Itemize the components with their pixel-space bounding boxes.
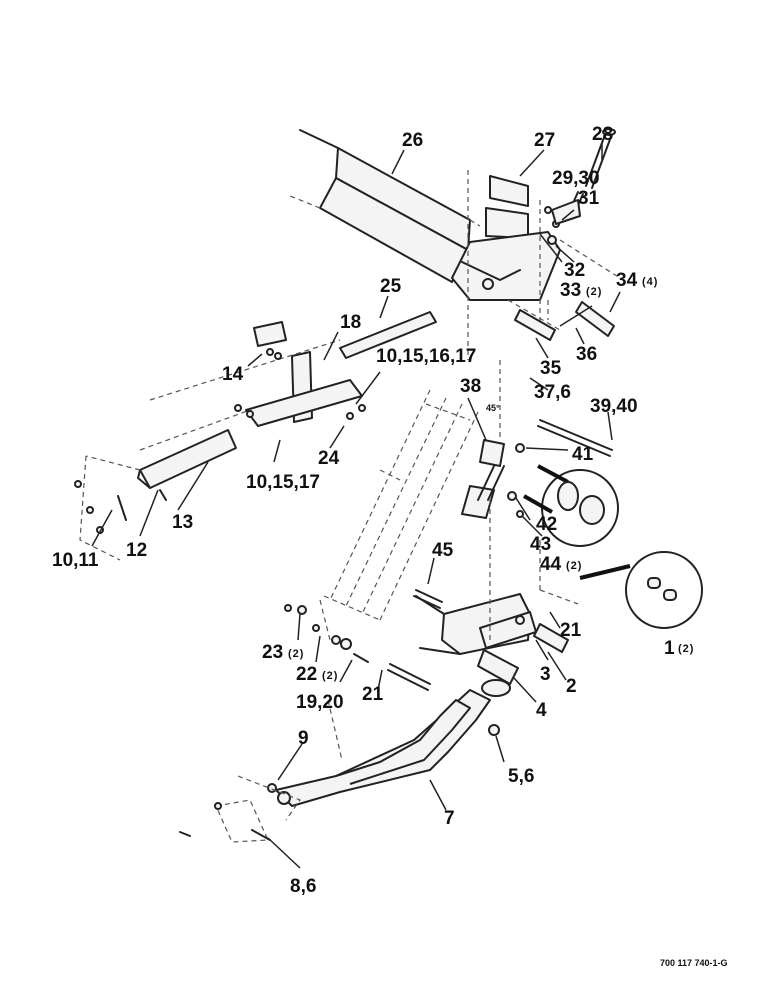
callout-10-15-16-17: 10,15,16,17	[376, 346, 476, 367]
detail-circle-bushing-1	[579, 551, 703, 629]
angle-note: 45°	[486, 403, 500, 413]
callout-1-qty: (2)	[678, 643, 694, 655]
callout-1: 1	[664, 638, 675, 659]
callout-33: 33	[560, 280, 581, 301]
callout-44-qty: (2)	[566, 560, 582, 572]
callout-33-qty: (2)	[586, 286, 602, 298]
pins-33-36	[507, 299, 615, 341]
callout-10-11: 10,11	[52, 550, 99, 571]
callout-7: 7	[444, 808, 455, 829]
callout-34: 34	[616, 270, 638, 291]
main-beam	[289, 129, 481, 283]
callout-41: 41	[572, 444, 594, 465]
hydraulic-cylinder	[461, 360, 525, 519]
callout-29-30: 29,30	[552, 168, 600, 189]
leader-lines	[91, 142, 621, 869]
callout-2: 2	[566, 676, 577, 697]
callout-19-20: 19,20	[296, 692, 344, 713]
callout-10-15-17: 10,15,17	[246, 472, 320, 493]
lower-pivot-bracket	[415, 500, 579, 685]
callout-27: 27	[534, 130, 555, 151]
callout-23-qty: (2)	[288, 648, 304, 660]
callout-42: 42	[536, 514, 557, 535]
bolt-39-40	[537, 419, 613, 457]
callout-25: 25	[380, 276, 402, 297]
callout-45: 45	[432, 540, 454, 561]
callout-labels: 28 26 27 29,30 31 32 33 (2) 34 (4) 25 18…	[52, 124, 694, 897]
callout-38: 38	[460, 376, 481, 397]
pin-45	[413, 589, 443, 609]
callout-14: 14	[222, 364, 244, 385]
callout-9: 9	[298, 728, 309, 749]
lower-end-bracket	[179, 799, 271, 843]
callout-22-qty: (2)	[322, 670, 338, 682]
callout-5-6: 5,6	[508, 766, 534, 787]
callout-26: 26	[402, 130, 423, 151]
callout-18: 18	[340, 312, 361, 333]
side-arm-assembly	[85, 311, 437, 489]
lower-lift-arm	[237, 679, 511, 821]
hardware-left-lower	[284, 599, 431, 691]
callout-44: 44	[540, 554, 562, 575]
bolt-28	[585, 128, 616, 189]
plate-31	[547, 199, 581, 245]
callout-21-lower: 21	[362, 684, 384, 705]
callout-37-6: 37,6	[534, 382, 571, 403]
callout-36: 36	[576, 344, 597, 365]
callout-8-6: 8,6	[290, 876, 316, 897]
detail-circle-bushings	[516, 464, 619, 547]
callout-13: 13	[172, 512, 193, 533]
callout-21-upper: 21	[560, 620, 582, 641]
callout-3: 3	[540, 664, 551, 685]
callout-4: 4	[536, 700, 547, 721]
callout-31: 31	[578, 188, 600, 209]
center-shield-hidden	[323, 389, 479, 621]
callout-43: 43	[530, 534, 551, 555]
upper-mount-bracket	[451, 170, 621, 360]
callout-22: 22	[296, 664, 317, 685]
callout-35: 35	[540, 358, 562, 379]
callout-34-qty: (4)	[642, 276, 658, 288]
callout-23: 23	[262, 642, 283, 663]
callout-32: 32	[564, 260, 585, 281]
callout-39-40: 39,40	[590, 396, 638, 417]
document-number: 700 117 740-1-G	[660, 958, 728, 968]
callout-12: 12	[126, 540, 147, 561]
callout-24: 24	[318, 448, 340, 469]
callout-28: 28	[592, 124, 613, 145]
